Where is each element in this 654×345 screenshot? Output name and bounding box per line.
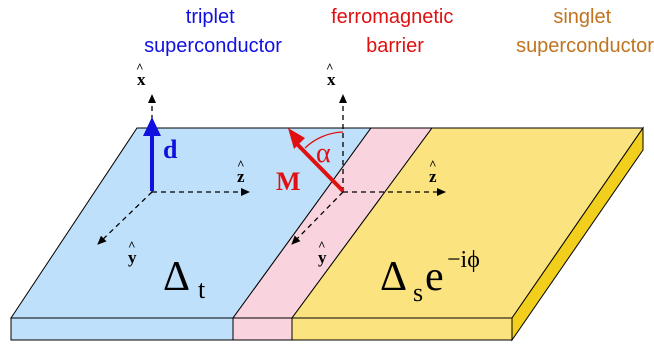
- left-z-label: z: [237, 167, 245, 186]
- left-x-label: x: [137, 70, 146, 89]
- singlet-region: [291, 126, 644, 342]
- singlet-gap-label: Δ s e −iϕ: [380, 247, 480, 307]
- d-label: d: [163, 135, 178, 164]
- heading-singlet: singlet superconductor: [516, 6, 654, 57]
- right-y-hat: ^: [318, 238, 326, 253]
- singlet-front-face: [291, 317, 513, 341]
- m-label: M: [276, 167, 301, 196]
- right-x-label: x: [327, 70, 336, 89]
- alpha-label: α: [316, 138, 331, 169]
- right-axes: [291, 94, 446, 245]
- right-y-axis: [291, 191, 344, 245]
- left-y-axis: [97, 191, 153, 245]
- right-z-hat: ^: [429, 157, 437, 172]
- right-x-hat: ^: [326, 60, 334, 75]
- left-y-hat: ^: [128, 238, 136, 253]
- triplet-gap-label: Δ t: [163, 254, 206, 304]
- singlet-side-face: [511, 126, 644, 342]
- heading-ferromagnetic: ferromagnetic barrier: [331, 6, 459, 57]
- heading-triplet: triplet superconductor: [144, 6, 282, 57]
- right-y-label: y: [318, 248, 327, 267]
- m-vector: [288, 128, 345, 193]
- d-vector: [143, 117, 161, 191]
- right-z-label: z: [429, 167, 437, 186]
- left-x-hat: ^: [136, 60, 144, 75]
- left-y-label: y: [128, 248, 137, 267]
- triplet-front-face: [10, 317, 234, 341]
- triplet-region: [10, 127, 372, 341]
- angle-arc: [304, 131, 344, 149]
- left-z-hat: ^: [237, 157, 245, 172]
- barrier-front-face: [232, 317, 293, 341]
